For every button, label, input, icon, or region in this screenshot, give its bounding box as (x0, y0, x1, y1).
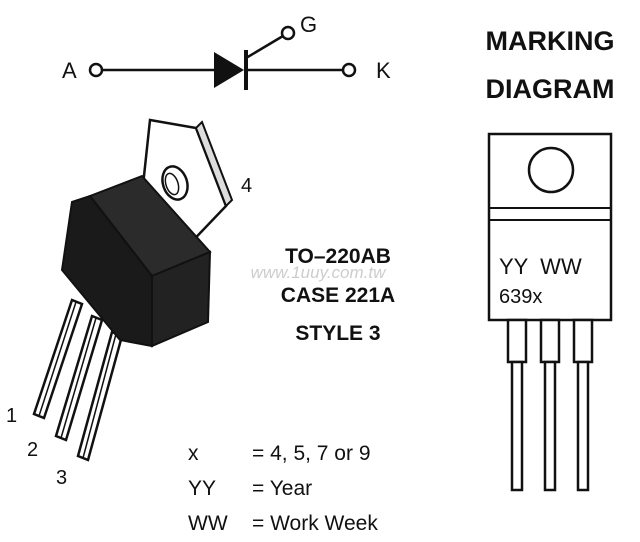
marking-line2: 639x (499, 286, 542, 308)
marking-lead-2 (543, 360, 557, 492)
anode-label: A (62, 58, 77, 83)
marking-lead-1-shoulder (506, 318, 528, 364)
legend-key-ww: WW (188, 512, 228, 535)
watermark: www.1uuy.com.tw (251, 263, 388, 282)
gate-label: G (300, 12, 317, 37)
cathode-label: K (376, 58, 391, 83)
marking-lead-3-shoulder (572, 318, 594, 364)
legend-value-x: = 4, 5, 7 or 9 (252, 442, 371, 465)
to220-package-drawing: 1 2 3 4 (6, 118, 252, 489)
marking-lead-3 (576, 360, 590, 492)
cathode-terminal (341, 62, 357, 78)
body-side-face (151, 250, 212, 348)
mounting-tab-edge (194, 120, 234, 208)
package-name: TO–220AB (285, 245, 391, 268)
legend-value-yy: = Year (252, 477, 312, 500)
package-style: STYLE 3 (295, 322, 380, 345)
mounting-hole-inner (164, 172, 180, 196)
legend-value-ww: = Work Week (252, 512, 378, 535)
package-case: CASE 221A (281, 284, 395, 307)
marking-title-line1: MARKING (486, 26, 615, 56)
marking-leads (506, 318, 594, 492)
marking-mounting-hole (527, 146, 575, 194)
gate-terminal (280, 25, 296, 41)
diode-triangle (214, 52, 244, 88)
pin-label-1: 1 (6, 405, 17, 427)
marking-lead-1 (510, 360, 524, 492)
anode-terminal (88, 62, 104, 78)
marking-line1: YY WW (499, 254, 582, 279)
marking-lead-2-shoulder (539, 318, 561, 364)
marking-package-outline: YY WW 639x (487, 132, 613, 492)
pin-label-3: 3 (56, 467, 67, 489)
marking-legend: x = 4, 5, 7 or 9 YY = Year WW = Work Wee… (188, 442, 378, 535)
marking-title-line2: DIAGRAM (486, 74, 615, 104)
gate-wire (245, 34, 284, 60)
pin-label-4: 4 (241, 175, 252, 197)
pin-label-2: 2 (27, 439, 38, 461)
scr-symbol: A K G (62, 12, 391, 90)
legend-key-x: x (188, 442, 199, 465)
legend-key-yy: YY (188, 477, 216, 500)
package-leads (32, 298, 124, 462)
